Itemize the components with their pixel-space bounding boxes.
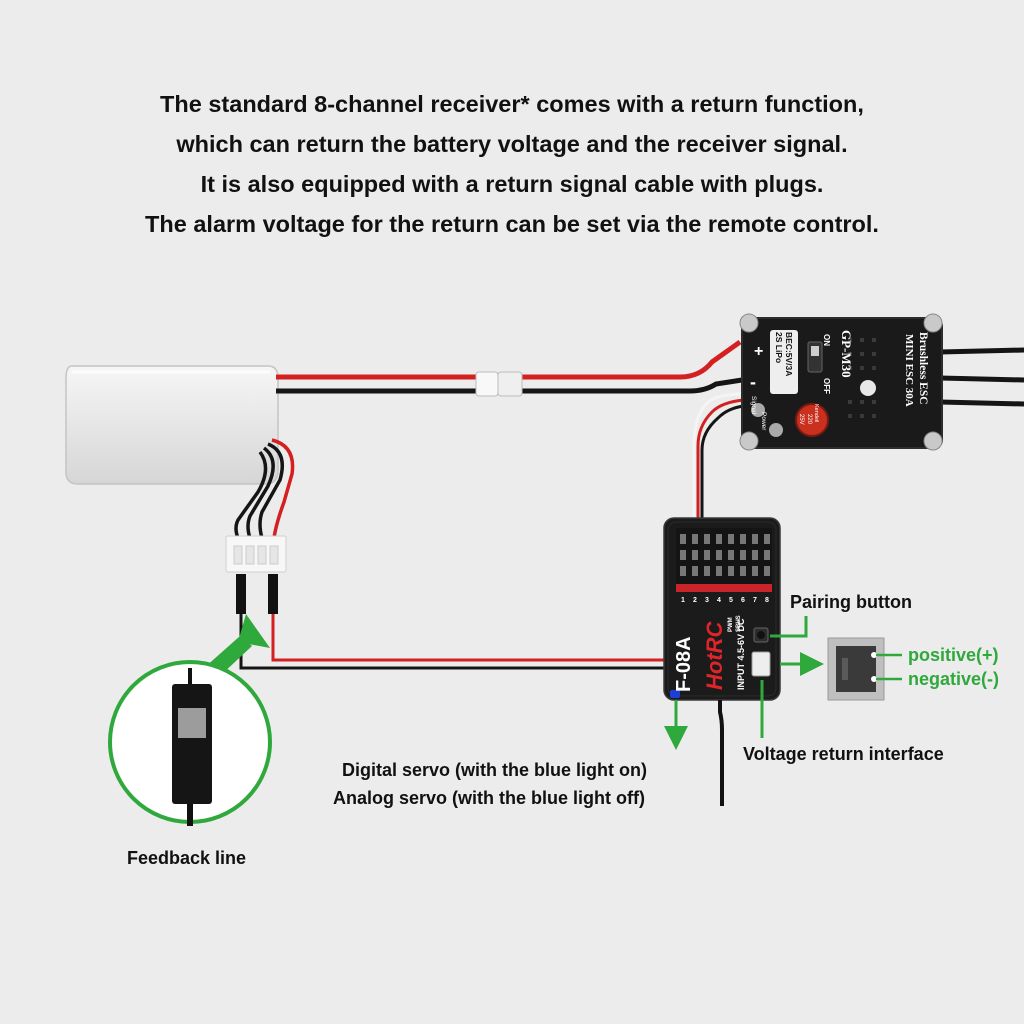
port-label-5: 5 (729, 597, 733, 604)
pairing-button-dot (757, 631, 765, 639)
esc-title-label: Brushless ESC (917, 332, 929, 405)
intro-line-2: which can return the battery voltage and… (176, 131, 848, 157)
port-label-4: 4 (717, 597, 721, 604)
callout-arrow-tip (238, 614, 270, 648)
esc-logo-icon (860, 380, 876, 396)
intro-text: The standard 8-channel receiver* comes w… (0, 84, 1024, 244)
feedback-callout (108, 614, 272, 826)
esc-power-label: Power (760, 412, 767, 431)
receiver: 1 2 3 4 5 6 7 8 F-08A HotRC PWM SBUS INP… (663, 517, 781, 806)
esc-vent-holes (848, 338, 876, 418)
esc-subtitle-label: MINI ESC 30A (903, 334, 915, 407)
receiver-pwm-label: PWM (728, 617, 734, 632)
negative-label: negative(-) (908, 669, 1000, 689)
brushless-esc: + - BEC:5V/3A 2S LiPo ON OFF GP-M30 Brus… (739, 313, 943, 451)
receiver-model-label: F-08A (673, 636, 695, 692)
voltage-return-label: Voltage return interface (743, 744, 944, 764)
return-connector (827, 637, 885, 701)
esc-cap-brand: Kendeil (813, 404, 819, 422)
balance-lead (225, 438, 295, 573)
analog-servo-label: Analog servo (with the blue light off) (333, 788, 645, 808)
esc-plus-label: + (754, 343, 763, 360)
negative-pin-icon (871, 676, 877, 682)
esc-lipo-label: 2S LiPo (774, 332, 784, 363)
esc-minus-label: - (750, 372, 756, 392)
digital-servo-label: Digital servo (with the blue light on) (342, 760, 647, 780)
feedback-plug-icon (172, 684, 212, 804)
esc-motor-wires (939, 347, 1024, 407)
receiver-pin-grid (680, 534, 770, 576)
esc-switch-on-label: ON (822, 334, 831, 346)
positive-pin-icon (871, 652, 877, 658)
receiver-antenna (718, 700, 724, 806)
port-label-2: 2 (693, 597, 697, 604)
esc-bec-label: BEC:5V/3A (784, 332, 794, 376)
port-label-8: 8 (765, 597, 769, 604)
esc-signal-label: Signal (750, 396, 757, 415)
esc-cap-voltage: 25V (798, 414, 804, 425)
receiver-sbus-label: SBUS (736, 615, 742, 632)
battery-main-wires (276, 339, 743, 397)
port-label-3: 3 (705, 597, 709, 604)
positive-label: positive(+) (908, 645, 999, 665)
receiver-power-label: INPUT 4.5-6V DC (736, 618, 746, 690)
port-label-7: 7 (753, 597, 757, 604)
status-led (670, 690, 680, 698)
esc-switch-off-label: OFF (822, 378, 831, 394)
port-label-1: 1 (681, 597, 685, 604)
pairing-button-label: Pairing button (790, 592, 912, 612)
pairing-pointer (770, 616, 808, 638)
voltage-return-socket[interactable] (751, 651, 771, 677)
battery-pack (65, 365, 279, 485)
esc-model-label: GP-M30 (839, 330, 854, 378)
esc-signal-cable (692, 392, 745, 548)
annotation-arrows (664, 616, 902, 750)
feedback-line-label: Feedback line (127, 848, 247, 868)
intro-line-4: The alarm voltage for the return can be … (145, 211, 879, 237)
intro-line-1: The standard 8-channel receiver* comes w… (160, 91, 864, 117)
intro-line-3: It is also equipped with a return signal… (200, 171, 824, 197)
port-label-6: 6 (741, 597, 745, 604)
esc-cap-value: 220 (806, 414, 812, 425)
receiver-brand-label: HotRC (702, 620, 727, 690)
